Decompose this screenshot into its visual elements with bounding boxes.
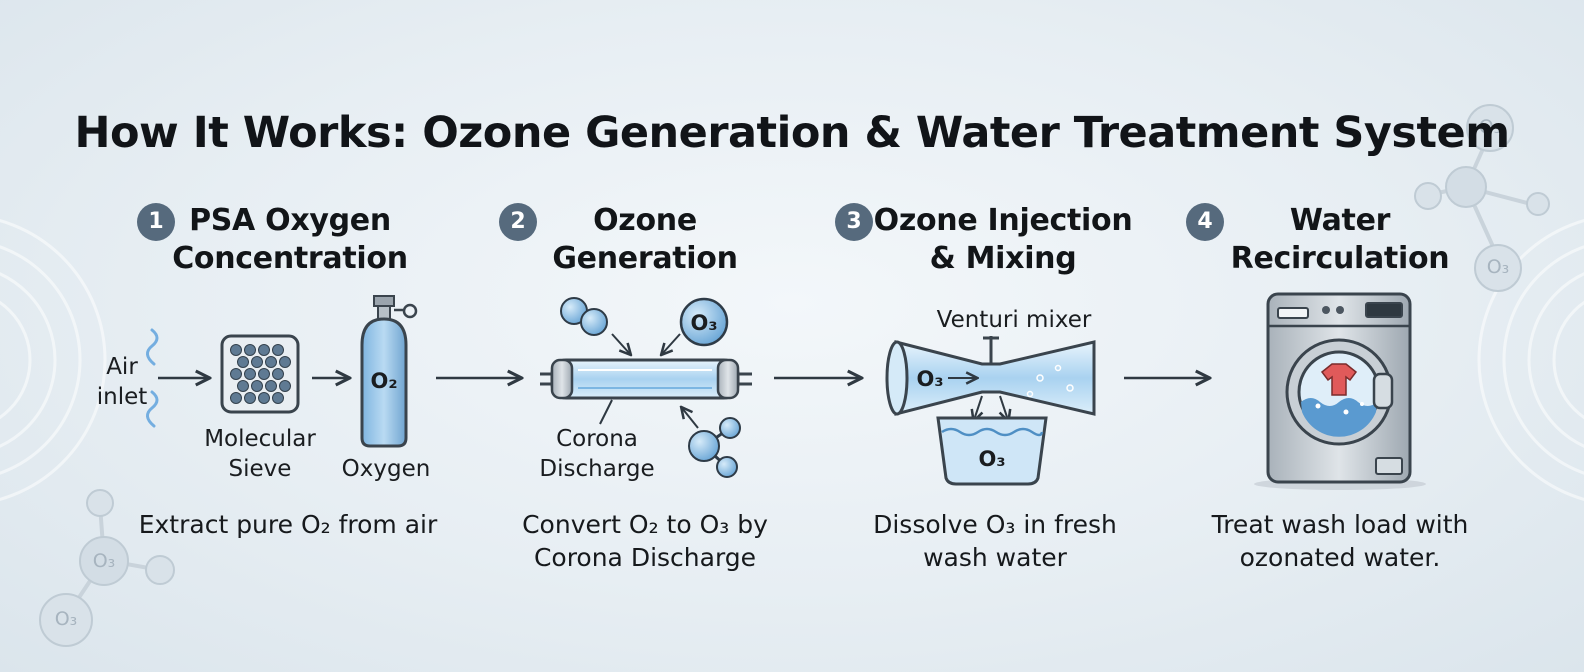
venturi-mixer-icon — [885, 336, 1096, 416]
molecular-sieve-icon — [220, 334, 300, 414]
air-inlet-wisps — [146, 328, 159, 428]
left-ripple-rings — [0, 219, 107, 501]
step-3-title: Ozone Injection & Mixing — [873, 203, 1133, 276]
step-3-description: Dissolve O₃ in fresh wash water — [873, 510, 1117, 572]
molecule-label: O₃ — [1478, 116, 1502, 138]
molecular-sieve-label: Molecular Sieve — [204, 426, 316, 482]
basin-o3-label: O₃ — [978, 447, 1006, 471]
molecule-label: O₃ — [92, 550, 116, 572]
step-2-description: Convert O₂ to O₃ by Corona Discharge — [522, 510, 768, 572]
o3-outflow-arrow — [662, 333, 681, 354]
oxygen-molecule-icon — [560, 297, 608, 336]
air-inlet-label: Air inlet — [96, 354, 148, 410]
step-1-header: PSA Oxygen Concentration — [170, 202, 410, 278]
venturi-mixer-label: Venturi mixer — [936, 307, 1092, 333]
venturi-o3-label: O₃ — [916, 367, 944, 391]
mix-down-arrow-left — [974, 395, 982, 420]
water-basin-icon — [936, 416, 1048, 486]
ozone-bubble-label: O₃ — [690, 311, 718, 335]
step-1-badge: 1 — [137, 203, 175, 241]
o3-output-arrow — [682, 408, 699, 429]
ozone-molecule-icon — [688, 417, 741, 478]
ozone-molecule-decor-top-right — [1414, 104, 1550, 292]
oxygen-cylinder-icon — [360, 295, 418, 448]
step-4-badge: 4 — [1186, 203, 1224, 241]
cylinder-o2-label: O₂ — [370, 369, 398, 393]
ozone-bubble-icon — [679, 297, 729, 347]
corona-discharge-tube-icon — [540, 358, 752, 400]
molecule-label: O₃ — [1486, 256, 1510, 278]
corona-discharge-label: Corona Discharge — [539, 426, 655, 482]
step-2-title: Ozone Generation — [552, 203, 738, 276]
mix-down-arrow-right — [1000, 395, 1008, 420]
step-4-header: Water Recirculation — [1225, 202, 1455, 278]
o2-inflow-arrow — [611, 333, 630, 354]
step-4-title: Water Recirculation — [1230, 203, 1450, 276]
right-ripple-rings — [1477, 219, 1584, 501]
step-3-header: Ozone Injection & Mixing — [872, 202, 1134, 278]
ozone-molecule-decor-bottom-left — [39, 489, 175, 647]
step-1-description: Extract pure O₂ from air — [138, 510, 438, 539]
page-title: How It Works: Ozone Generation & Water T… — [74, 108, 1510, 158]
step-1-title: PSA Oxygen Concentration — [172, 203, 408, 276]
step-4-description: Treat wash load with ozonated water. — [1211, 510, 1469, 572]
step-3-badge: 3 — [835, 203, 873, 241]
step-2-badge: 2 — [499, 203, 537, 241]
molecule-label: O₃ — [54, 608, 78, 630]
corona-label-pointer — [599, 399, 613, 425]
step-2-header: Ozone Generation — [530, 202, 760, 278]
oxygen-label: Oxygen — [341, 456, 431, 482]
washing-machine-icon — [1254, 292, 1426, 490]
